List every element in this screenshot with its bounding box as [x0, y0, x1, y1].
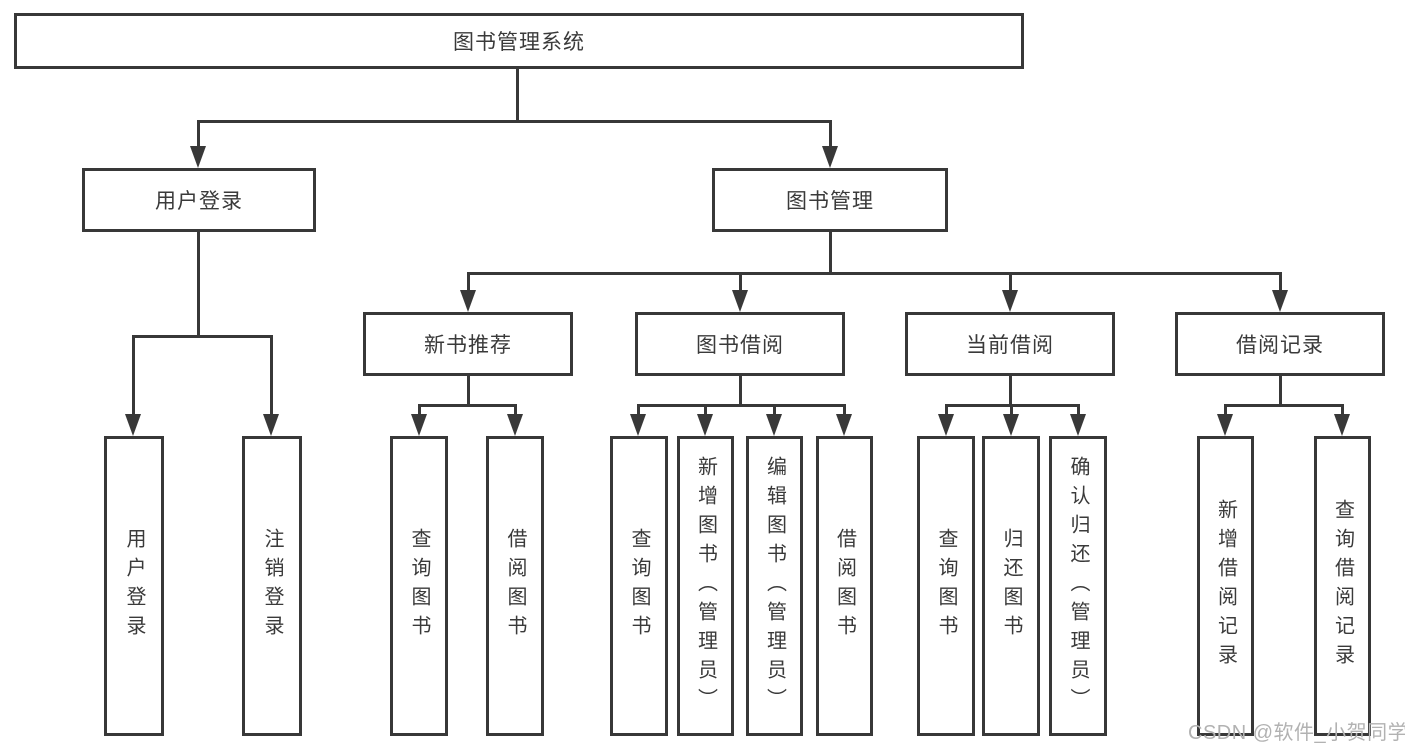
connector-line	[704, 404, 707, 416]
leaf-label: 借阅图书	[833, 528, 856, 644]
leaf-label: 查询图书	[408, 528, 430, 644]
connector-line	[132, 335, 273, 338]
connector-line	[197, 120, 200, 148]
connector-line	[132, 335, 135, 416]
connector-line	[516, 69, 519, 120]
leaf-return-book: 归还图书	[982, 436, 1040, 736]
leaf-label: 查询图书	[628, 528, 650, 644]
arrowhead-icon	[836, 414, 852, 436]
connector-line	[1010, 404, 1013, 416]
arrowhead-icon	[766, 414, 782, 436]
leaf-confirm-return-admin: 确认归还（管理员）	[1049, 436, 1107, 736]
connector-line	[1279, 272, 1282, 291]
arrowhead-icon	[1003, 414, 1019, 436]
csdn-watermark: CSDN @软件_小贺同学	[1188, 722, 1405, 744]
leaf-edit-book-admin: 编辑图书（管理员）	[746, 436, 803, 736]
arrowhead-icon	[630, 414, 646, 436]
leaf-query-book-recommend: 查询图书	[390, 436, 448, 736]
connector-line	[739, 376, 742, 407]
leaf-label: 查询借阅记录	[1331, 499, 1354, 673]
connector-line	[197, 120, 832, 123]
leaf-query-book-borrow: 查询图书	[610, 436, 668, 736]
connector-line	[418, 404, 517, 407]
arrowhead-icon	[1002, 290, 1018, 312]
arrowhead-icon	[1070, 414, 1086, 436]
node-book-management: 图书管理	[712, 168, 948, 232]
connector-line	[418, 404, 421, 416]
leaf-label: 查询图书	[935, 528, 957, 644]
connector-line	[637, 404, 845, 407]
leaf-query-borrow-record: 查询借阅记录	[1314, 436, 1371, 736]
connector-line	[1224, 404, 1227, 416]
arrowhead-icon	[938, 414, 954, 436]
arrowhead-icon	[460, 290, 476, 312]
leaf-query-book-current: 查询图书	[917, 436, 975, 736]
connector-line	[1279, 376, 1282, 407]
node-new-book-recommend: 新书推荐	[363, 312, 573, 376]
leaf-label: 编辑图书（管理员）	[763, 455, 786, 717]
connector-line	[467, 376, 470, 407]
node-system-root: 图书管理系统	[14, 13, 1024, 69]
leaf-borrow-book: 借阅图书	[816, 436, 873, 736]
node-user-login: 用户登录	[82, 168, 316, 232]
leaf-user-login: 用户登录	[104, 436, 164, 736]
arrowhead-icon	[1272, 290, 1288, 312]
connector-line	[1009, 272, 1012, 291]
arrowhead-icon	[697, 414, 713, 436]
leaf-add-book-admin: 新增图书（管理员）	[677, 436, 734, 736]
arrowhead-icon	[1334, 414, 1350, 436]
leaf-label: 注销登录	[261, 528, 283, 644]
arrowhead-icon	[507, 414, 523, 436]
arrowhead-icon	[263, 414, 279, 436]
leaf-label: 用户登录	[123, 528, 145, 644]
connector-line	[945, 404, 948, 416]
arrowhead-icon	[190, 146, 206, 168]
leaf-label: 新增图书（管理员）	[694, 455, 717, 717]
connector-line	[637, 404, 640, 416]
arrowhead-icon	[1217, 414, 1233, 436]
connector-line	[773, 404, 776, 416]
connector-line	[843, 404, 846, 416]
node-current-borrow: 当前借阅	[905, 312, 1115, 376]
connector-line	[739, 272, 742, 291]
connector-line	[270, 335, 273, 416]
leaf-logout: 注销登录	[242, 436, 302, 736]
connector-line	[514, 404, 517, 416]
arrowhead-icon	[411, 414, 427, 436]
leaf-add-borrow-record: 新增借阅记录	[1197, 436, 1254, 736]
leaf-label: 确认归还（管理员）	[1067, 455, 1089, 717]
node-borrow-record: 借阅记录	[1175, 312, 1385, 376]
arrowhead-icon	[125, 414, 141, 436]
connector-line	[1077, 404, 1080, 416]
node-book-borrow: 图书借阅	[635, 312, 845, 376]
connector-line	[467, 272, 470, 291]
connector-line	[1341, 404, 1344, 416]
leaf-label: 新增借阅记录	[1214, 499, 1237, 673]
connector-line	[829, 120, 832, 148]
arrowhead-icon	[732, 290, 748, 312]
arrowhead-icon	[822, 146, 838, 168]
connector-line	[467, 272, 1282, 275]
leaf-label: 归还图书	[1000, 528, 1022, 644]
connector-line	[829, 232, 832, 275]
connector-line	[197, 232, 200, 335]
connector-line	[1009, 376, 1012, 407]
leaf-borrow-book-recommend: 借阅图书	[486, 436, 544, 736]
leaf-label: 借阅图书	[504, 528, 526, 644]
connector-line	[1224, 404, 1343, 407]
